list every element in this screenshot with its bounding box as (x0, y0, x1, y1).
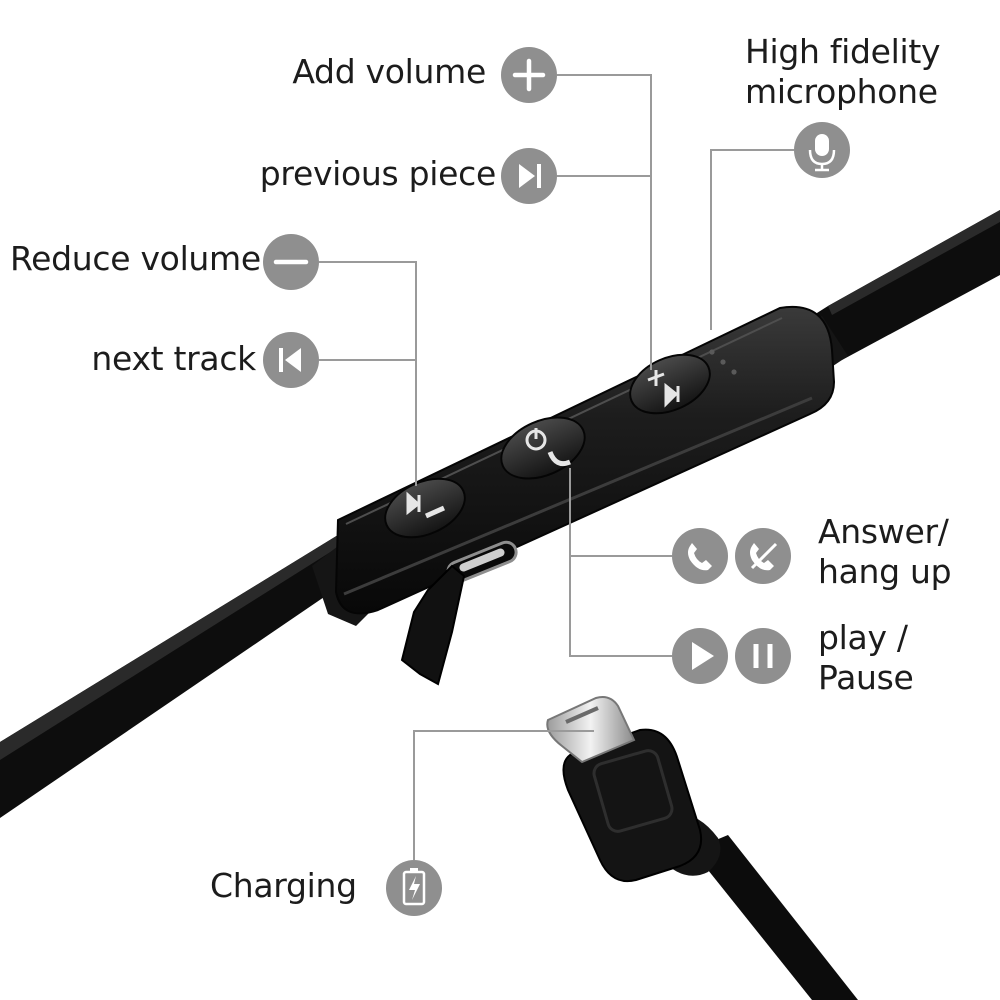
play-icon (672, 628, 728, 684)
label-play-pause: play / Pause (818, 618, 914, 698)
battery-charging-icon (386, 860, 442, 916)
remote-button-minus (384, 477, 466, 539)
pause-icon (735, 628, 791, 684)
minus-icon (263, 234, 319, 290)
label-answer-line1: Answer/ (818, 512, 949, 551)
plus-icon (501, 47, 557, 103)
label-previous-piece: previous piece (259, 154, 497, 193)
label-microphone-line2: microphone (745, 72, 938, 111)
label-answer-line2: hang up (818, 552, 952, 591)
skip-forward-icon (501, 148, 557, 204)
label-microphone-line1: High fidelity (745, 32, 941, 71)
label-answer-hang-up: Answer/ hang up (818, 512, 952, 592)
skip-back-icon (263, 332, 319, 388)
label-play-line1: play / (818, 618, 908, 657)
label-reduce-volume: Reduce volume (10, 239, 261, 278)
label-play-line2: Pause (818, 658, 914, 697)
remote-button-power (500, 416, 586, 480)
phone-icon (672, 528, 728, 584)
phone-hangup-icon (735, 528, 791, 584)
label-microphone: High fidelity microphone (745, 32, 941, 112)
label-charging: Charging (210, 866, 357, 905)
label-next-track: next track (91, 339, 256, 378)
label-add-volume: Add volume (292, 52, 486, 91)
usb-c-plug (546, 696, 858, 1000)
remote-control-body (312, 305, 848, 686)
leader-lines (319, 74, 794, 860)
microphone-icon (794, 122, 850, 178)
flat-cable (0, 210, 1000, 818)
